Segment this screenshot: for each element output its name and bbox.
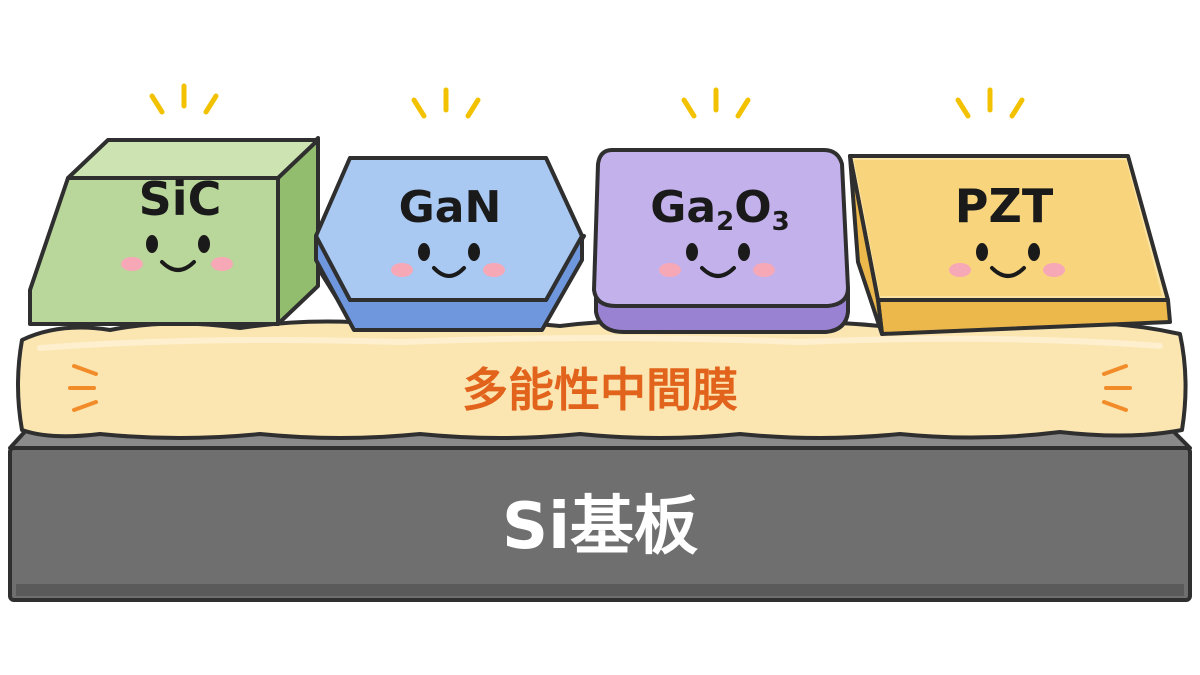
sparkle-icon-sic bbox=[149, 83, 219, 115]
sic-block: SiC bbox=[28, 136, 320, 326]
ga2o3-label-sub1: 2 bbox=[716, 207, 734, 237]
ga2o3-label-ga: Ga bbox=[650, 182, 716, 233]
ga2o3-face-icon bbox=[659, 243, 775, 278]
pzt-label: PZT bbox=[955, 179, 1054, 233]
intermediate-film-label: 多能性中間膜 bbox=[462, 363, 738, 417]
ga2o3-label: Ga2O3 bbox=[650, 182, 789, 237]
right-accent-dashes bbox=[1102, 364, 1132, 412]
sparkle-icon-ga2o3 bbox=[681, 87, 751, 119]
pzt-block: PZT bbox=[848, 154, 1172, 336]
left-accent-dashes bbox=[68, 364, 98, 412]
intermediate-film: 多能性中間膜 bbox=[16, 319, 1188, 440]
si-substrate: Si基板 bbox=[8, 424, 1192, 602]
sparkle-icon-pzt bbox=[955, 87, 1025, 119]
pzt-face-icon bbox=[949, 243, 1065, 278]
sic-face-icon bbox=[121, 235, 233, 272]
gan-block: GaN bbox=[314, 156, 586, 332]
sparkle-icon-gan bbox=[411, 87, 481, 119]
sic-label: SiC bbox=[139, 172, 222, 226]
gan-label: GaN bbox=[399, 182, 502, 233]
ga2o3-block: Ga2O3 bbox=[592, 148, 850, 334]
substrate-label: Si基板 bbox=[502, 490, 698, 564]
ga2o3-label-sub2: 3 bbox=[772, 207, 790, 237]
gan-face-icon bbox=[391, 243, 505, 278]
ga2o3-label-o: O bbox=[734, 182, 771, 233]
